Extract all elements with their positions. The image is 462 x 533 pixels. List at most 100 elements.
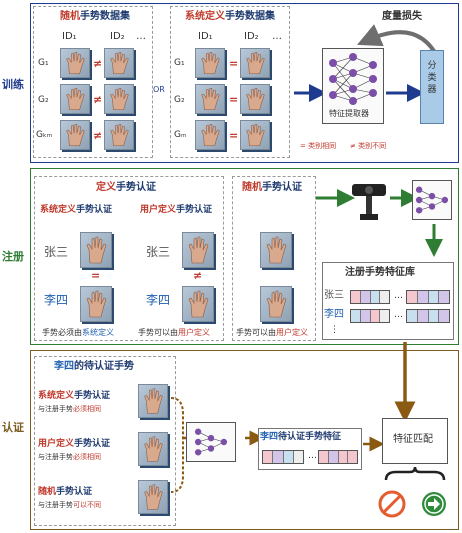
metric-loss-label: 度量损失 bbox=[382, 11, 422, 22]
random-note: 手势可以由用户定义 bbox=[236, 328, 308, 337]
hand-image bbox=[80, 286, 112, 322]
auth-item-random-sub: 与注册手势可以不同 bbox=[38, 501, 101, 509]
user-name-zhangsan: 张三 bbox=[44, 245, 69, 259]
random-dataset-box bbox=[33, 6, 153, 158]
row-label-g1: G₁ bbox=[38, 58, 49, 68]
no-entry-icon bbox=[378, 490, 406, 518]
hand-image bbox=[138, 384, 168, 418]
hand-image bbox=[104, 120, 134, 150]
feature-vector bbox=[406, 309, 450, 323]
eq-sign: = bbox=[229, 129, 239, 142]
hand-image bbox=[138, 480, 168, 514]
id2-label: ID₂ bbox=[110, 31, 125, 42]
hand-image bbox=[60, 84, 90, 114]
legend-same-class: = 类别相同 bbox=[300, 142, 337, 150]
feature-vector bbox=[350, 309, 390, 323]
id1-label: ID₁ bbox=[62, 31, 77, 42]
user-name-lisi: 李四 bbox=[146, 293, 171, 307]
db-row-zhangsan: 张三 bbox=[324, 290, 344, 301]
arrow-right-circle-icon bbox=[422, 492, 446, 516]
system-defined-title: 系统定义手势认证 bbox=[40, 205, 113, 215]
user-note: 手势可以由用户定义 bbox=[138, 328, 210, 337]
random-auth-box bbox=[232, 176, 316, 341]
id1-label: ID₁ bbox=[198, 31, 213, 42]
eq-sign: = bbox=[229, 57, 239, 70]
bracket-connector bbox=[170, 397, 184, 493]
hand-image bbox=[195, 48, 225, 78]
eq-sign: = bbox=[229, 93, 239, 106]
auth-item-system-sub: 与注册手势必须相同 bbox=[38, 405, 101, 413]
classifier-box bbox=[420, 50, 444, 124]
pending-gestures-box bbox=[34, 356, 176, 526]
row-label-g2: G₂ bbox=[174, 95, 185, 105]
neq-sign: ≠ bbox=[93, 93, 103, 106]
ellipsis: … bbox=[394, 310, 403, 320]
neq-sign: ≠ bbox=[93, 57, 103, 70]
register-arrows bbox=[316, 189, 443, 257]
db-row-lisi: 李四 bbox=[324, 309, 344, 320]
classifier-label: 分类器 bbox=[427, 61, 437, 95]
neural-network-icon bbox=[415, 186, 449, 214]
hand-image bbox=[240, 48, 270, 78]
hand-image bbox=[104, 84, 134, 114]
feature-vector bbox=[350, 290, 390, 304]
neural-network-icon bbox=[194, 428, 228, 456]
hand-image bbox=[80, 232, 112, 268]
neural-network-icon bbox=[329, 53, 377, 105]
auth-label: 认证 bbox=[2, 421, 24, 434]
row-label-gm: Gₘ bbox=[174, 130, 187, 140]
row-label-gkm: Gₖₘ bbox=[36, 130, 53, 140]
hand-image bbox=[240, 84, 270, 114]
neq-sign: ≠ bbox=[93, 129, 103, 142]
or-label: OR bbox=[153, 85, 165, 94]
hand-image bbox=[60, 120, 90, 150]
ellipsis: … bbox=[308, 451, 317, 461]
register-panel bbox=[30, 168, 459, 345]
row-label-g1: G₁ bbox=[174, 58, 185, 68]
legend-diff-class: ≠ 类别不同 bbox=[350, 142, 387, 150]
feature-vector bbox=[318, 450, 358, 464]
decision-brace bbox=[384, 466, 446, 481]
eq-sign: = bbox=[91, 269, 101, 282]
pending-title: 李四的待认证手势 bbox=[54, 361, 134, 372]
train-label: 训练 bbox=[2, 78, 24, 91]
auth-panel bbox=[30, 350, 459, 530]
hand-image bbox=[260, 232, 292, 268]
auth-item-random: 随机手势认证 bbox=[38, 487, 93, 497]
hand-image bbox=[182, 232, 214, 268]
extractor-label: 特征提取器 bbox=[329, 109, 369, 118]
ellipsis: … bbox=[394, 291, 403, 301]
random-dataset-title: 随机手势数据集 bbox=[60, 11, 130, 22]
hand-image bbox=[195, 120, 225, 150]
hand-image bbox=[260, 286, 292, 322]
random-auth-title: 随机手势认证 bbox=[242, 182, 302, 193]
hand-image bbox=[60, 48, 90, 78]
ellipsis: … bbox=[272, 31, 282, 42]
hand-image bbox=[138, 432, 168, 466]
row-label-g2: G₂ bbox=[38, 95, 49, 105]
feature-match-box bbox=[382, 418, 448, 464]
user-name-zhangsan: 张三 bbox=[146, 245, 171, 259]
hand-image bbox=[195, 84, 225, 114]
auth-item-system: 系统定义手势认证 bbox=[38, 391, 111, 401]
auth-item-user-sub: 与注册手势必须相同 bbox=[38, 453, 101, 461]
auth-network-box bbox=[186, 422, 236, 462]
system-note: 手势必须由系统定义 bbox=[42, 328, 114, 337]
system-dataset-title: 系统定义手势数据集 bbox=[185, 11, 275, 22]
neq-sign: ≠ bbox=[193, 269, 203, 282]
hand-image bbox=[240, 120, 270, 150]
register-label: 注册 bbox=[2, 250, 24, 263]
vertical-ellipsis: ⋮ bbox=[330, 325, 339, 335]
ellipsis: … bbox=[136, 31, 146, 42]
feature-db-title: 注册手势特征库 bbox=[345, 267, 415, 278]
user-defined-title: 用户定义手势认证 bbox=[140, 205, 213, 215]
train-panel bbox=[30, 3, 459, 163]
id2-label: ID₂ bbox=[244, 31, 259, 42]
defined-auth-title: 定义手势认证 bbox=[96, 182, 156, 193]
hand-image bbox=[104, 48, 134, 78]
system-dataset-box bbox=[170, 6, 290, 158]
auth-item-user: 用户定义手势认证 bbox=[38, 439, 111, 449]
feature-vector bbox=[262, 450, 304, 464]
user-name-lisi: 李四 bbox=[44, 293, 69, 307]
hand-image bbox=[182, 286, 214, 322]
